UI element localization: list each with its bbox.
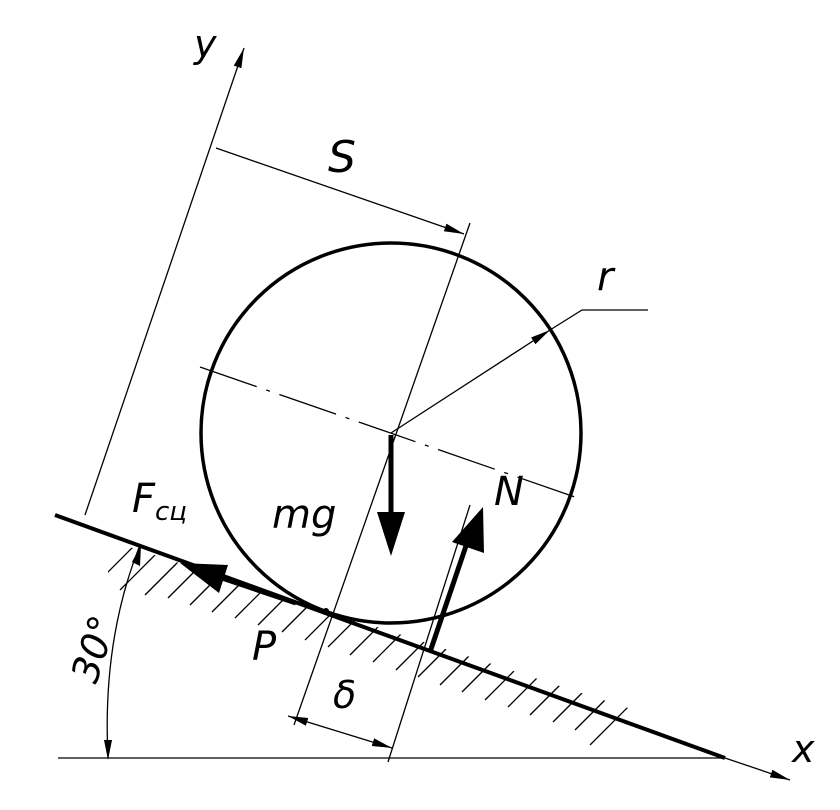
normal-label: N <box>494 469 524 515</box>
y-axis-label: y <box>193 22 217 66</box>
offset-label: δ <box>333 673 356 717</box>
cylinder <box>199 241 583 625</box>
delta-extension-line <box>387 504 471 763</box>
normal-force-arrow <box>427 539 471 653</box>
delta-dimension-line <box>287 715 393 749</box>
s-dimension-line <box>215 147 465 235</box>
gravity-label: mg <box>272 492 336 538</box>
y-axis-arrow <box>84 47 245 516</box>
x-axis-label: x <box>791 727 815 771</box>
center-extension-line <box>293 222 471 726</box>
normal-arrowhead <box>452 507 484 553</box>
gravity-arrowhead <box>377 512 405 556</box>
distance-label: S <box>328 132 356 183</box>
contact-point-dot <box>323 608 329 614</box>
ground-hatching <box>108 544 628 746</box>
radius-label: r <box>597 254 616 300</box>
friction-arrowhead <box>180 563 228 593</box>
incline-surface <box>54 513 726 760</box>
angle-arc-head-bottom <box>104 740 112 760</box>
contact-point-label: P <box>252 624 277 670</box>
friction-label: Fсц <box>132 476 187 527</box>
friction-label-main: F <box>132 476 156 522</box>
center-line <box>199 366 576 498</box>
radius-line <box>390 329 551 434</box>
angle-label: 30° <box>63 610 126 688</box>
friction-force-arrow <box>221 575 297 606</box>
radius-leader <box>549 309 648 331</box>
x-axis-arrow <box>724 757 791 781</box>
angle-arc <box>106 544 141 759</box>
angle-arc-head-top <box>132 545 141 566</box>
friction-label-subscript: сц <box>155 497 187 527</box>
